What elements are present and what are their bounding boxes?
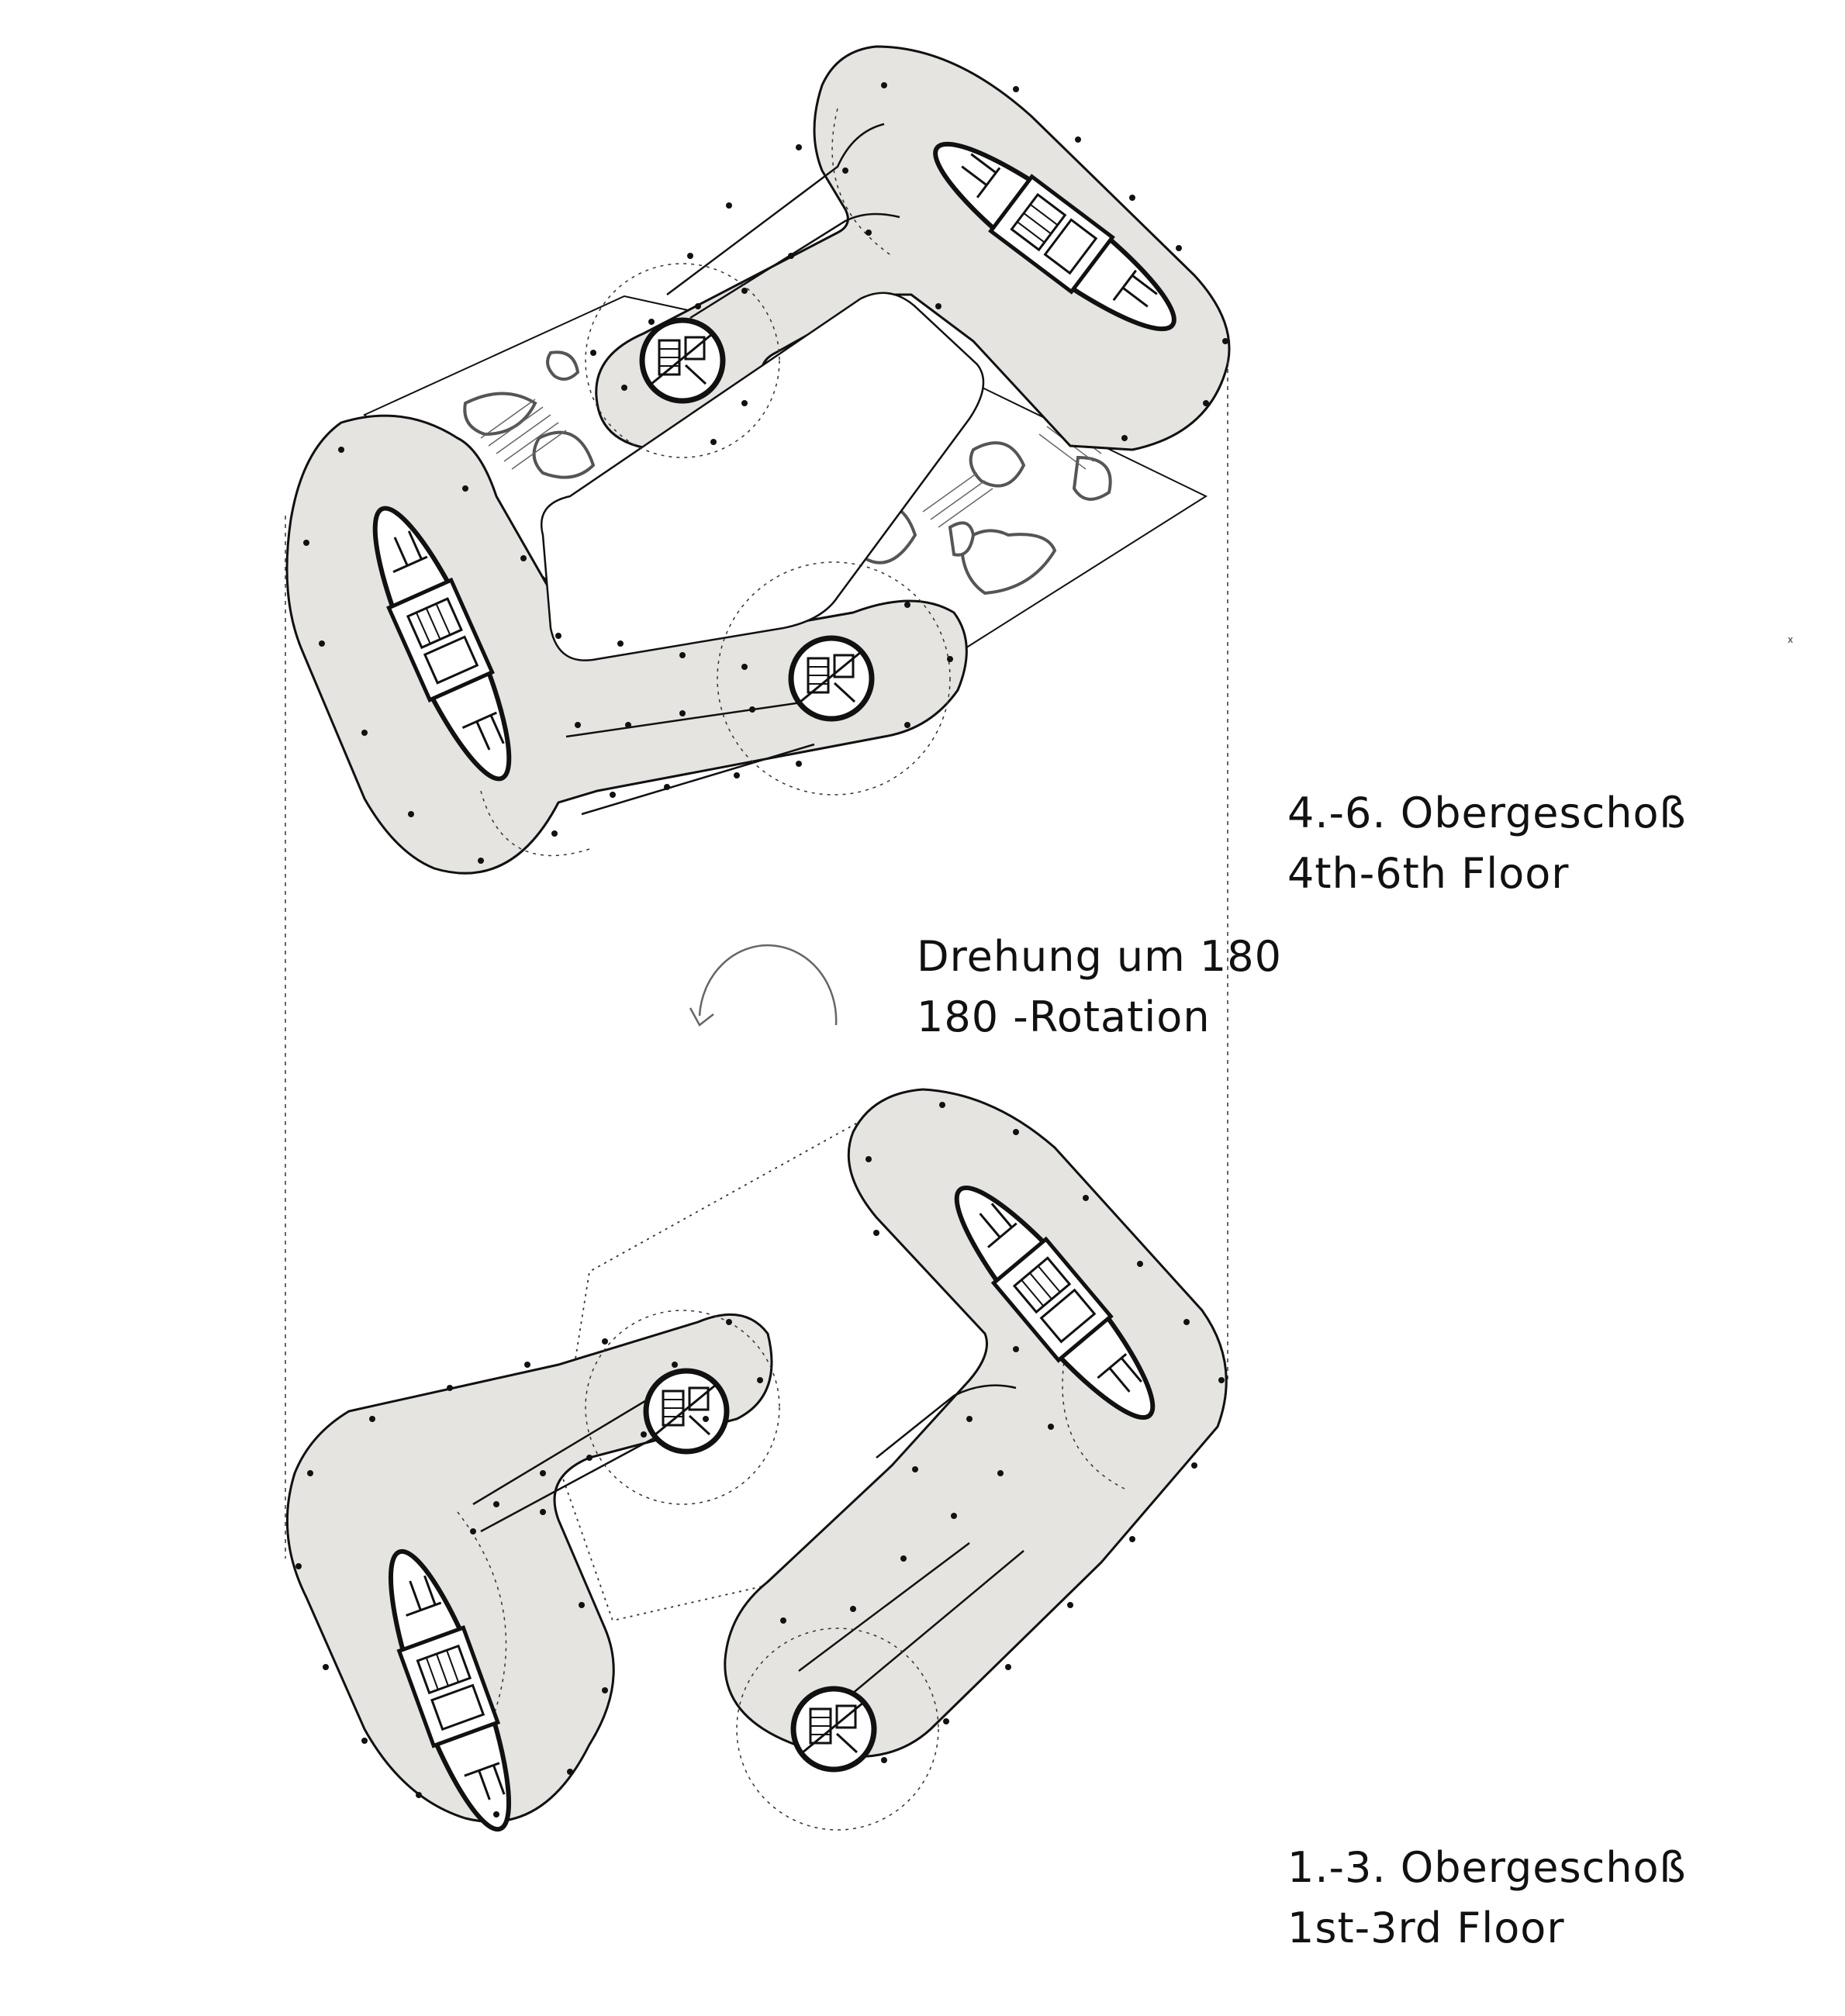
upper-floor-label-en: 4th-6th Floor bbox=[1287, 849, 1570, 898]
upper-floor-label: 4.-6. Obergeschoß 4th-6th Floor bbox=[1287, 783, 1687, 904]
upper-floor-slab-west bbox=[285, 414, 968, 875]
lower-floor-label-de: 1.-3. Obergeschoß bbox=[1287, 1843, 1687, 1892]
upper-corridor-lines bbox=[565, 123, 900, 816]
rotation-label-de: Drehung um 180 bbox=[917, 932, 1282, 981]
lower-floor-label: 1.-3. Obergeschoß 1st-3rd Floor bbox=[1287, 1838, 1687, 1959]
lower-floor-plan bbox=[285, 1088, 1228, 1841]
lower-column-dots bbox=[295, 1102, 1225, 1818]
lower-dashed-circles bbox=[457, 1302, 1125, 1831]
lower-round-core-south bbox=[793, 1689, 874, 1769]
rotation-arrow-icon bbox=[689, 944, 838, 1027]
rotation-label: Drehung um 180 180 -Rotation bbox=[917, 927, 1282, 1048]
projection-lines bbox=[285, 361, 1228, 1559]
rotation-label-en: 180 -Rotation bbox=[917, 992, 1211, 1041]
upper-floor-plan bbox=[285, 45, 1231, 875]
upper-round-core-north bbox=[642, 320, 723, 401]
upper-round-core-south bbox=[791, 638, 872, 719]
stray-mark: x bbox=[1788, 634, 1794, 645]
upper-hatching bbox=[480, 399, 1102, 528]
lower-floor-slab-west bbox=[285, 1313, 773, 1823]
lower-round-core-north bbox=[646, 1371, 727, 1452]
lower-floor-label-en: 1st-3rd Floor bbox=[1287, 1904, 1565, 1952]
upper-floor-label-de: 4.-6. Obergeschoß bbox=[1287, 789, 1687, 837]
lower-corridor-lines bbox=[472, 1384, 1024, 1707]
upper-column-dots bbox=[303, 82, 1228, 864]
upper-dashed-circles bbox=[480, 108, 951, 857]
lower-floor-slab-east bbox=[724, 1088, 1228, 1759]
upper-courtyard-outline bbox=[541, 292, 985, 661]
